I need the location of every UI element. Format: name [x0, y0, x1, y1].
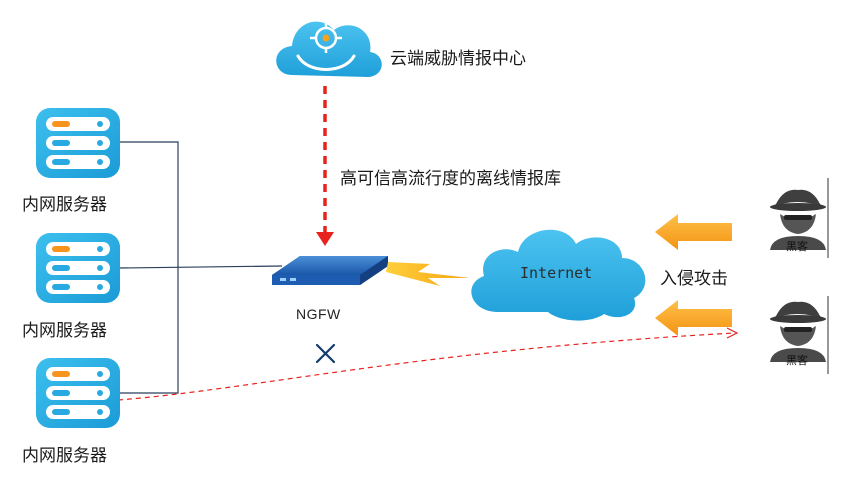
attack-label: 入侵攻击: [660, 269, 728, 289]
intel-link-arrow: [316, 86, 334, 246]
cloud-center-label: 云端威胁情报中心: [390, 49, 526, 69]
cloud-icon: [471, 229, 646, 321]
ngfw-label: NGFW: [296, 306, 341, 322]
hacker-icon: [770, 296, 829, 374]
attack-arrow-bottom: [655, 300, 732, 336]
attack-arrow-top: [655, 214, 732, 250]
server-label: 内网服务器: [22, 321, 107, 341]
server-label: 内网服务器: [22, 195, 107, 215]
firewall-device-icon: [272, 256, 388, 285]
cloud-target-icon: [276, 21, 382, 77]
hacker-label: 黑客: [786, 354, 808, 367]
hacker-icon: [770, 178, 829, 258]
blocked-x-icon: [315, 343, 336, 364]
server-link-mid: [119, 265, 283, 269]
attack-path-arrowhead: [726, 327, 739, 339]
intel-link-label: 高可信高流行度的离线情报库: [340, 169, 561, 189]
internet-label: Internet: [520, 264, 593, 282]
server-icon: [36, 108, 120, 178]
server-icon: [36, 358, 120, 428]
hacker-label: 黑客: [786, 240, 808, 253]
server-icon: [36, 233, 120, 303]
server-links: [118, 141, 283, 394]
server-label: 内网服务器: [22, 446, 107, 466]
attack-path: [117, 332, 736, 401]
lightning-bolt-icon: [386, 262, 470, 286]
